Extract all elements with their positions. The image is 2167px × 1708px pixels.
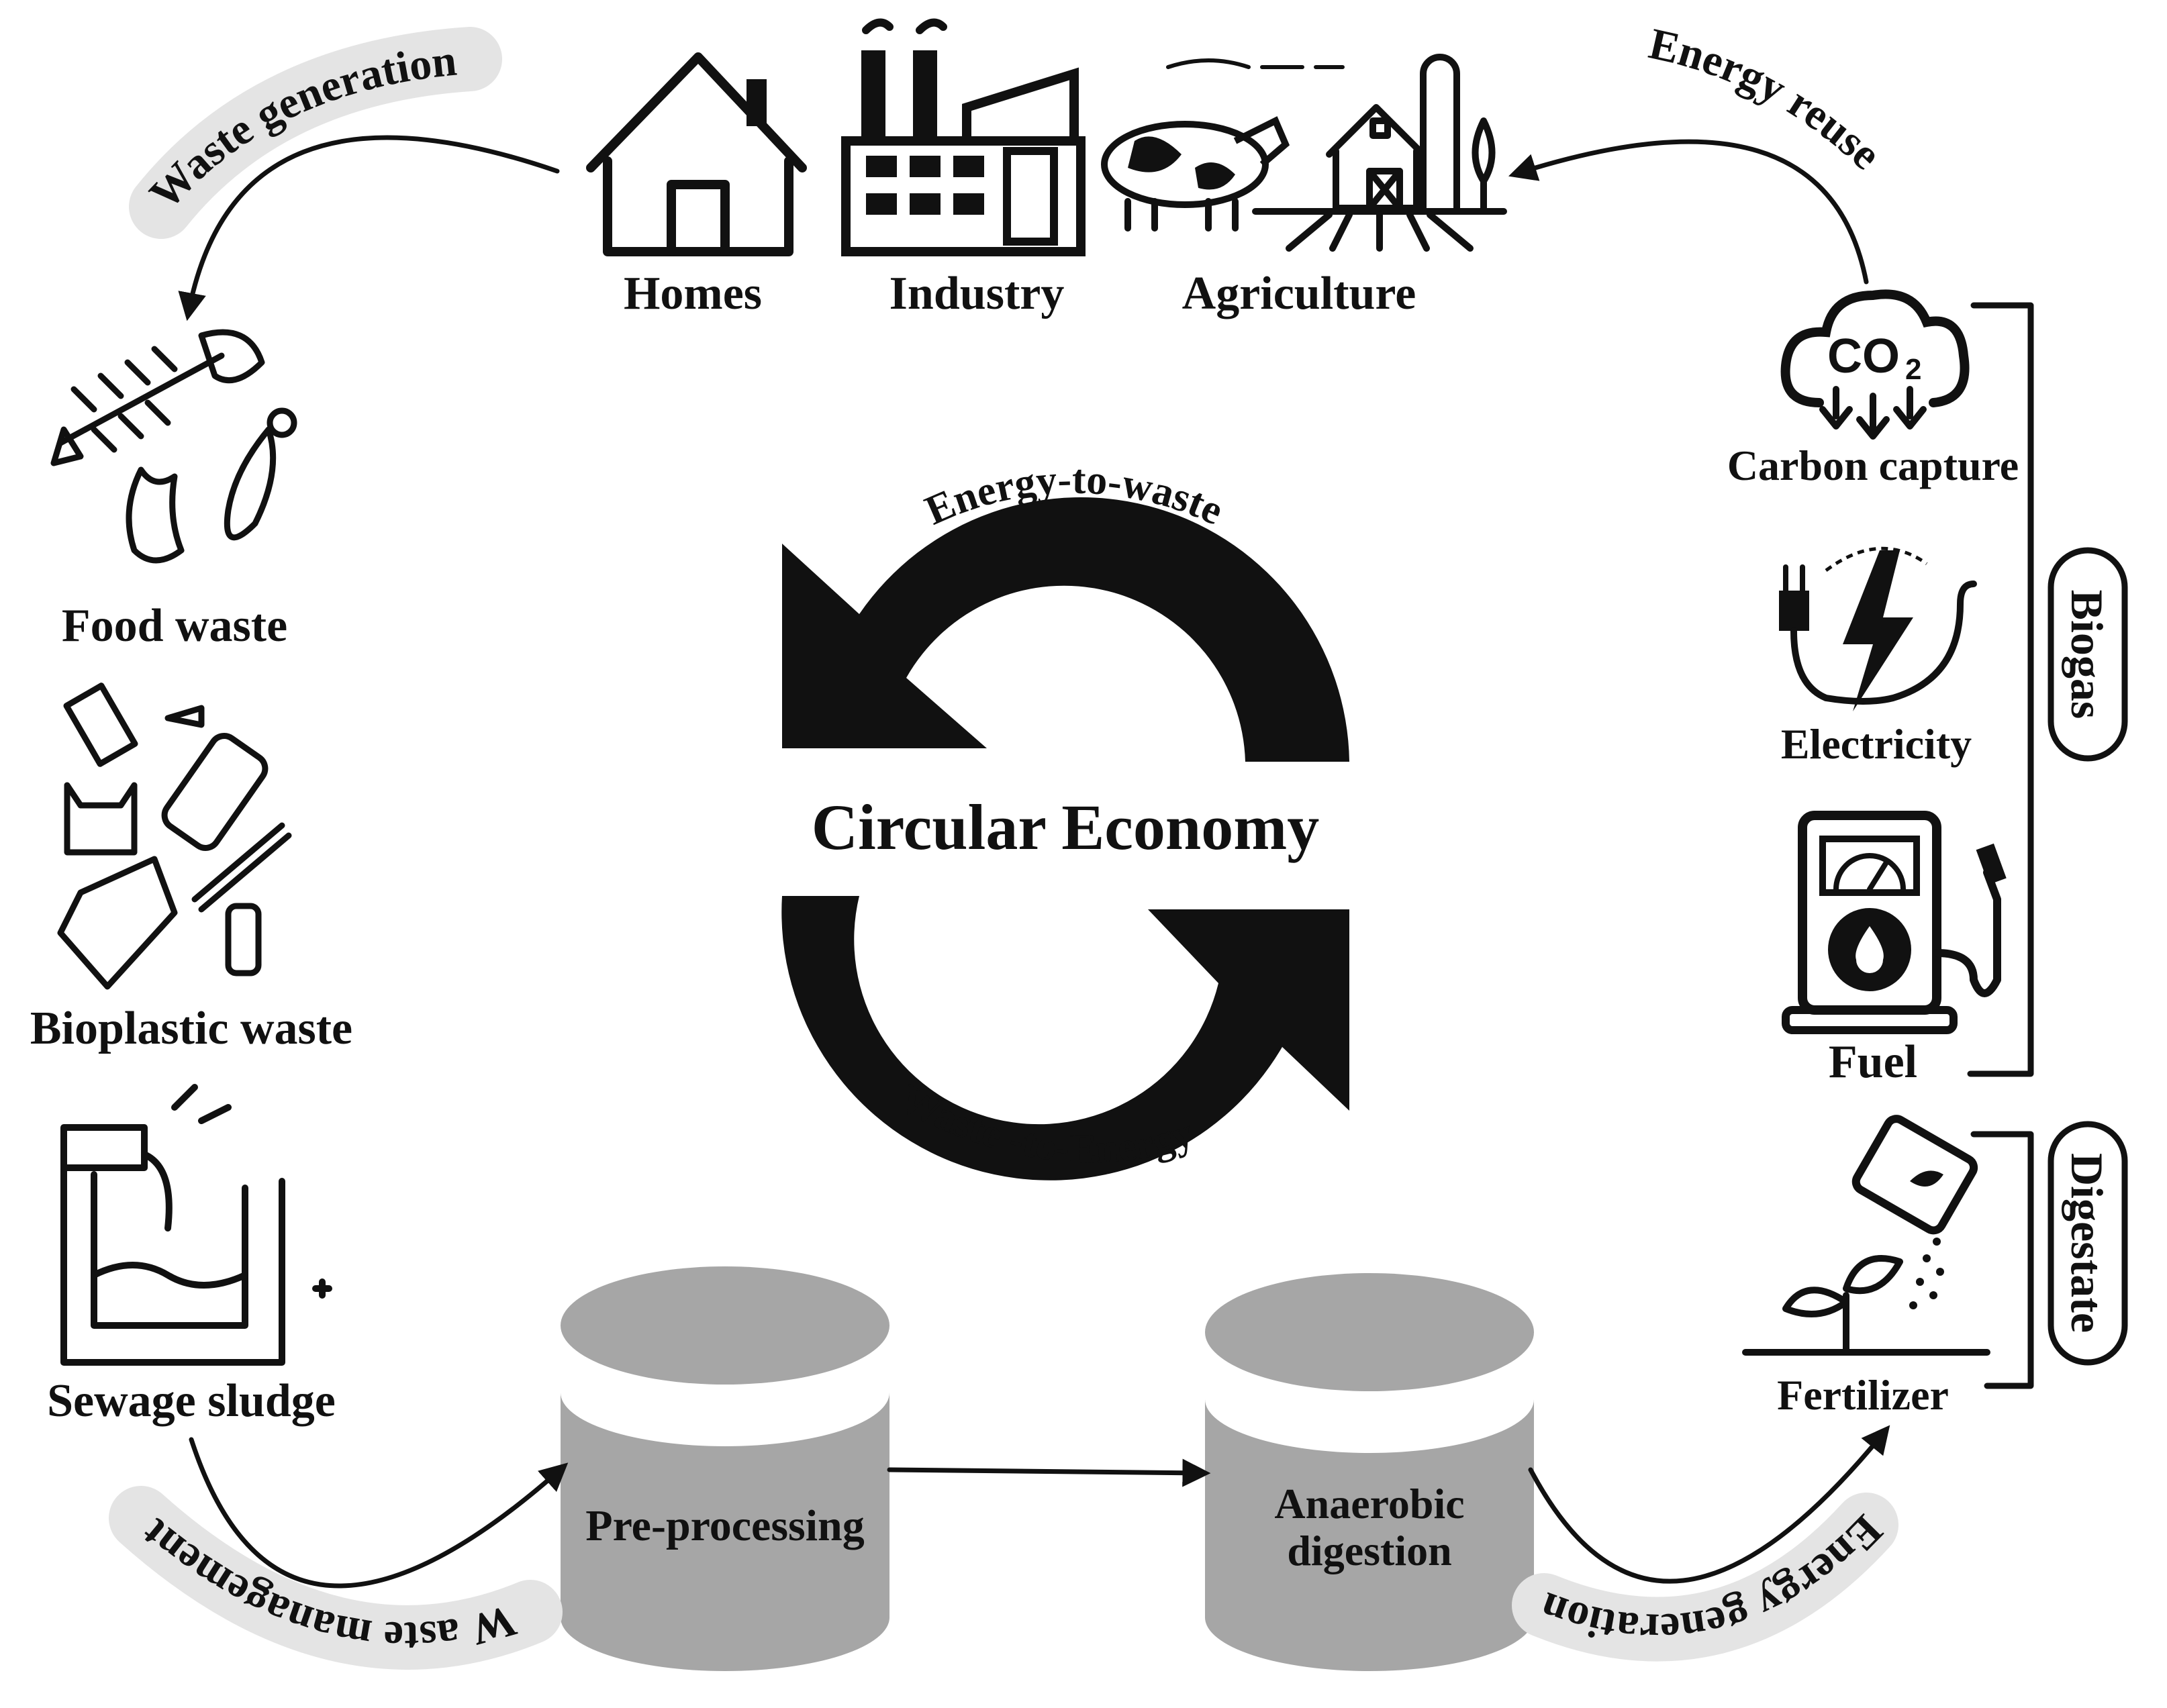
digestate-label: Digestate	[2062, 1153, 2113, 1333]
energy-reuse-arrow	[1508, 139, 1869, 285]
energy-generation-arrow	[1528, 1425, 1890, 1584]
co2-symbol: CO	[1827, 330, 1900, 383]
fertilizer-label: Fertilizer	[1777, 1371, 1949, 1419]
electricity-icon	[1779, 546, 1977, 711]
flow-arrows	[178, 135, 1890, 1589]
carbon-capture-label: Carbon capture	[1727, 442, 2019, 489]
anaerobic-digestion-cylinder: Anaerobic digestion	[1205, 1273, 1534, 1671]
waste-generation-arrow	[178, 135, 560, 321]
food-waste-icon	[50, 329, 297, 564]
lower-cycle-arrow-icon	[781, 896, 1349, 1180]
agriculture-label: Agriculture	[1182, 268, 1416, 319]
cow-icon	[1101, 116, 1290, 232]
preprocessing-label: Pre-processing	[585, 1501, 865, 1550]
fuel-label: Fuel	[1829, 1036, 1917, 1088]
digestate-bracket	[1970, 1131, 2034, 1389]
sewage-sludge-label: Sewage sludge	[47, 1375, 336, 1427]
circular-economy-cycle: Circular Economy Energy-to-waste Waste -…	[781, 457, 1349, 1180]
biogas-label: Biogas	[2062, 590, 2113, 719]
biogas-pill	[2048, 547, 2128, 762]
bioplastic-waste-icon	[57, 683, 292, 990]
industry-label: Industry	[889, 268, 1065, 319]
fertilizer-icon	[1742, 1115, 1990, 1356]
outputs-column: CO 2 Carbon capture Electricity Fuel	[1727, 289, 2128, 1419]
waste-column: Food waste Bioplastic waste Sewage sludg…	[30, 329, 352, 1427]
house-icon	[586, 52, 807, 256]
cycle-title: Circular Economy	[812, 791, 1319, 863]
fuel-pump-icon	[1782, 811, 2007, 1034]
anaerobic-digestion-label-line2: digestion	[1287, 1527, 1451, 1574]
farm-icon	[1101, 54, 1507, 252]
anaerobic-digestion-label-line1: Anaerobic	[1274, 1480, 1464, 1527]
food-waste-label: Food waste	[62, 600, 287, 652]
upper-cycle-arrow-icon	[782, 497, 1349, 762]
barn-icon	[1252, 54, 1507, 252]
electricity-label: Electricity	[1781, 720, 1972, 768]
svg-text:Energy generation: Energy generation	[1534, 1505, 1892, 1653]
co2-subscript: 2	[1905, 353, 1921, 386]
biogas-bracket	[1967, 302, 2034, 1077]
sources-row: Homes Industry	[586, 18, 1507, 319]
factory-icon	[841, 18, 1086, 256]
co2-cloud-icon: CO 2	[1780, 289, 1970, 440]
digestate-pill	[2048, 1121, 2128, 1366]
energy-generation-label: Energy generation	[1534, 1505, 1892, 1653]
bioplastic-waste-label: Bioplastic waste	[30, 1003, 352, 1054]
sewage-sludge-icon	[60, 1084, 332, 1366]
waste-management-arrow	[189, 1437, 569, 1589]
preprocessing-cylinder: Pre-processing	[561, 1266, 889, 1671]
homes-label: Homes	[624, 268, 762, 319]
process-link-arrow	[887, 1458, 1211, 1487]
